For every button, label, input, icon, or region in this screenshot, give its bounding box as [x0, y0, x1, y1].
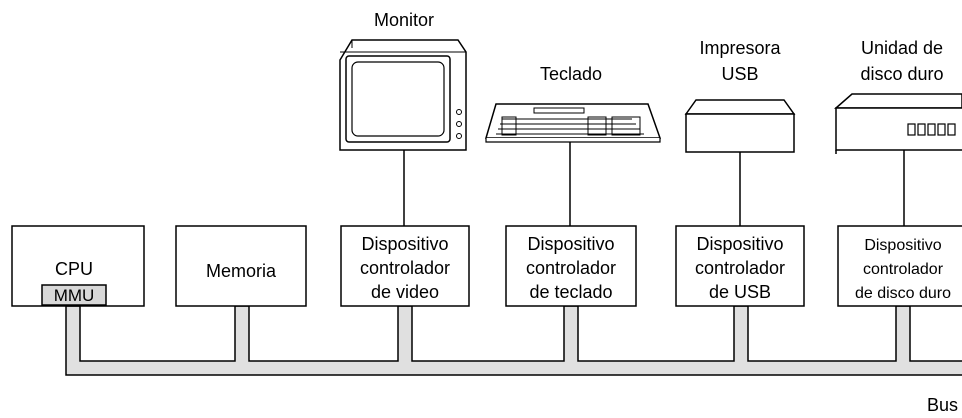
keyboard-controller-box: Dispositivo controlador de teclado: [505, 225, 637, 307]
keyboard-device: Teclado: [484, 64, 662, 143]
keyboard-controller-line-2: controlador: [526, 258, 616, 278]
video-controller-line-3: de video: [371, 282, 439, 302]
printer-icon: [684, 99, 796, 153]
memory-label: Memoria: [206, 261, 277, 281]
mmu-box: [41, 284, 107, 306]
usb-controller-line-2: controlador: [695, 258, 785, 278]
keyboard-icon: [484, 103, 662, 143]
hard-disk-icon: [834, 93, 962, 154]
keyboard-label: Teclado: [540, 64, 602, 84]
video-controller-box: Dispositivo controlador de video: [340, 225, 470, 307]
memory-box: Memoria: [175, 225, 307, 307]
video-controller-line-2: controlador: [360, 258, 450, 278]
usb-controller-line-1: Dispositivo: [696, 234, 783, 254]
printer-device: Impresora USB: [684, 38, 796, 153]
disk-label-line-2: disco duro: [860, 64, 943, 84]
usb-controller-box: Dispositivo controlador de USB: [675, 225, 805, 307]
disk-controller-line-2: controlador: [863, 261, 944, 278]
printer-label-line-2: USB: [721, 64, 758, 84]
system-bus: Bus: [65, 305, 962, 415]
monitor-label: Monitor: [374, 10, 434, 30]
device-connectors: [403, 142, 905, 226]
video-controller-line-1: Dispositivo: [361, 234, 448, 254]
disk-controller-box: Dispositivo controlador de disco duro: [837, 225, 962, 307]
bus-shape: [65, 305, 962, 376]
cpu-box: CPU MMU: [11, 225, 145, 307]
disk-device: Unidad de disco duro: [834, 38, 962, 154]
disk-controller-line-3: de disco duro: [855, 285, 951, 302]
mmu-label: MMU: [54, 286, 95, 305]
monitor-icon: [339, 39, 467, 151]
usb-controller-line-3: de USB: [709, 282, 771, 302]
printer-label-line-1: Impresora: [699, 38, 781, 58]
cpu-label: CPU: [55, 259, 93, 279]
monitor-device: Monitor: [339, 10, 467, 151]
disk-controller-line-1: Dispositivo: [864, 237, 941, 254]
keyboard-controller-line-3: de teclado: [529, 282, 612, 302]
disk-label-line-1: Unidad de: [861, 38, 943, 58]
keyboard-controller-line-1: Dispositivo: [527, 234, 614, 254]
bus-label: Bus: [927, 395, 958, 415]
